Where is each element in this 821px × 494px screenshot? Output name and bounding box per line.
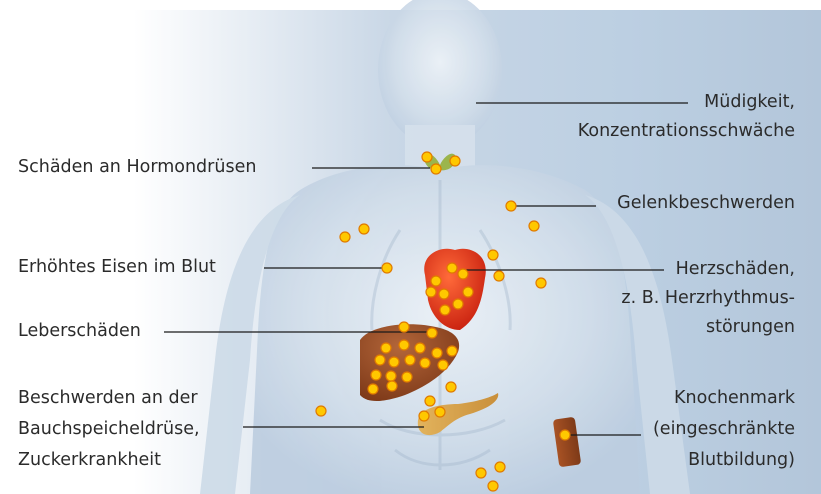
iron-dot — [340, 232, 350, 242]
iron-dot — [427, 328, 437, 338]
label-bauchspeicheldruese: Beschwerden an der Bauchspeicheldrüse, Z… — [18, 383, 200, 476]
iron-dot — [402, 372, 412, 382]
iron-dot — [453, 299, 463, 309]
iron-dot — [463, 287, 473, 297]
iron-dot — [458, 269, 468, 279]
iron-dot — [386, 371, 396, 381]
iron-dot — [381, 343, 391, 353]
iron-dot — [399, 322, 409, 332]
label-knochenmark: Knochenmark (eingeschränkte Blutbildung) — [653, 383, 795, 476]
label-herzschaeden: Herzschäden, z. B. Herzrhythmus- störung… — [621, 255, 795, 342]
iron-dot — [488, 250, 498, 260]
label-gelenkbeschwerden: Gelenkbeschwerden — [617, 189, 795, 218]
iron-dot — [422, 152, 432, 162]
iron-dot — [399, 340, 409, 350]
iron-dot — [494, 271, 504, 281]
iron-dot — [495, 462, 505, 472]
iron-dot — [447, 346, 457, 356]
label-leberschaeden: Leberschäden — [18, 317, 141, 346]
iron-dot — [450, 156, 460, 166]
iron-dot — [387, 381, 397, 391]
iron-dot — [405, 355, 415, 365]
iron-dot — [488, 481, 498, 491]
iron-dot — [476, 468, 486, 478]
iron-dot — [440, 305, 450, 315]
iron-dot — [316, 406, 326, 416]
label-hormondruesen: Schäden an Hormondrüsen — [18, 153, 256, 182]
iron-dot — [447, 263, 457, 273]
iron-dot — [432, 348, 442, 358]
iron-dot — [560, 430, 570, 440]
iron-dot — [425, 396, 435, 406]
label-eisen-im-blut: Erhöhtes Eisen im Blut — [18, 253, 216, 282]
iron-dot — [431, 164, 441, 174]
iron-dot — [415, 343, 425, 353]
iron-dot — [375, 355, 385, 365]
iron-dot — [529, 221, 539, 231]
iron-dot — [439, 289, 449, 299]
iron-dot — [536, 278, 546, 288]
iron-dot — [389, 357, 399, 367]
iron-dot — [431, 276, 441, 286]
iron-dot — [371, 370, 381, 380]
label-muedigkeit: Müdigkeit, Konzentrationsschwäche — [578, 88, 795, 146]
iron-dot — [420, 358, 430, 368]
iron-dot — [419, 411, 429, 421]
iron-dot — [368, 384, 378, 394]
iron-dot — [426, 287, 436, 297]
iron-dot — [359, 224, 369, 234]
iron-dot — [506, 201, 516, 211]
iron-dot — [446, 382, 456, 392]
iron-dot — [435, 407, 445, 417]
iron-dot — [438, 360, 448, 370]
iron-dot — [382, 263, 392, 273]
